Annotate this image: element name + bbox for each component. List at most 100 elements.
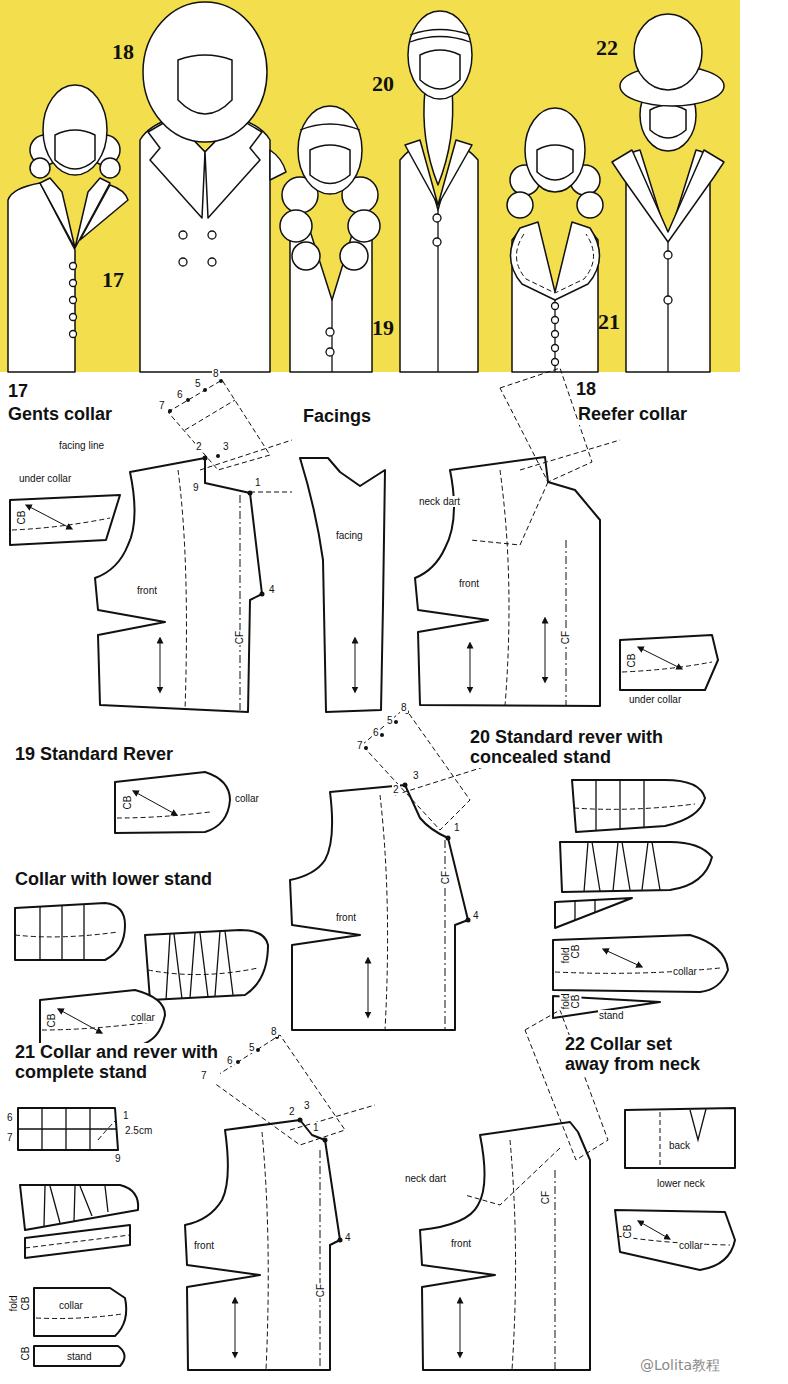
pattern-label: 4 [268, 584, 276, 595]
pattern-line [615, 1210, 735, 1270]
pattern-line [248, 491, 253, 496]
pattern-line [326, 348, 334, 356]
pattern-label: CB [46, 1013, 57, 1029]
pattern-label: 6 [6, 1112, 14, 1123]
pattern-line [420, 50, 460, 89]
pattern-line [553, 935, 728, 992]
section-heading: Facings [303, 407, 371, 427]
pattern-label: back [668, 1140, 691, 1151]
pattern-line [560, 842, 712, 892]
pattern-line [40, 904, 84, 960]
pattern-label: fold [560, 946, 571, 964]
pattern-line [690, 1109, 706, 1140]
pattern-line [555, 1170, 556, 1370]
section-heading: Reefer collar [578, 405, 687, 425]
pattern-label: under collar [18, 473, 72, 484]
pattern-line [338, 1238, 343, 1243]
pattern-line [143, 2, 267, 142]
pattern-line [575, 900, 595, 920]
pattern-label: 2 [288, 1106, 296, 1117]
pattern-line [420, 1122, 590, 1370]
pattern-line [70, 280, 77, 287]
section-heading: 21 Collar and rever with complete stand [15, 1043, 220, 1083]
pattern-label: 4 [472, 910, 480, 921]
pattern-line [34, 1288, 126, 1336]
pattern-line [380, 795, 388, 1030]
pattern-line [650, 105, 686, 138]
section-heading: 20 Standard rever with concealed stand [470, 728, 732, 768]
pattern-line [98, 1120, 116, 1140]
pattern-line [203, 456, 208, 461]
pattern-label: 2.5cm [124, 1125, 153, 1136]
pattern-label: 6 [372, 727, 380, 738]
pattern-line [410, 30, 470, 36]
pattern-label: 1 [122, 1110, 130, 1121]
pattern-line [433, 214, 441, 222]
pattern-line [70, 263, 77, 270]
pattern-line [210, 1035, 345, 1145]
pattern-line [15, 932, 118, 937]
pattern-line [178, 55, 232, 114]
pattern-line [516, 234, 593, 293]
pattern-line [292, 242, 320, 270]
pattern-label: 2 [195, 441, 203, 452]
pattern-line [470, 645, 471, 690]
pattern-line [552, 331, 559, 338]
pattern-label: 2 [392, 784, 400, 795]
pattern-label: front [450, 1238, 472, 1249]
gents-collar-pattern [10, 379, 385, 712]
pattern-label: 4 [344, 1232, 352, 1243]
pattern-line [572, 780, 705, 832]
pattern-label: 8 [270, 1026, 278, 1037]
pattern-label: front [193, 1240, 215, 1251]
pattern-line [70, 331, 77, 338]
pattern-line [70, 297, 77, 304]
pattern-line [470, 482, 548, 545]
pattern-label: CB [20, 1346, 31, 1362]
pattern-label: CF [440, 870, 451, 885]
pattern-line [15, 903, 125, 960]
pattern-line [364, 746, 368, 750]
pattern-line [75, 178, 110, 248]
pattern-label: CB [570, 944, 581, 960]
pattern-line [290, 785, 468, 1030]
lower-stand-collar-pattern [15, 903, 268, 1045]
pattern-line [168, 380, 270, 470]
pattern-label: 3 [412, 770, 420, 781]
pattern-line [140, 118, 270, 372]
pattern-line [179, 258, 187, 266]
pattern-line [577, 192, 603, 218]
pattern-line [625, 1108, 735, 1168]
pattern-label: 9 [114, 1153, 122, 1164]
pattern-line [166, 931, 233, 1000]
pattern-line [584, 842, 660, 892]
pattern-label: CB [626, 653, 637, 669]
pattern-line [0, 0, 740, 372]
pattern-line [117, 812, 210, 818]
pattern-line [55, 130, 95, 169]
pattern-label: front [335, 912, 357, 923]
pattern-line [525, 1010, 608, 1160]
pattern-label: 3 [222, 441, 230, 452]
pattern-label: CB [570, 994, 581, 1010]
pattern-line [145, 930, 268, 1000]
pattern-line [260, 592, 265, 597]
pattern-line [36, 1314, 122, 1319]
pattern-line [34, 1346, 125, 1366]
pattern-line [410, 37, 470, 43]
pattern-line [395, 765, 490, 795]
pattern-label: 7 [356, 740, 364, 751]
pattern-line [42, 1022, 152, 1030]
pattern-line [545, 620, 546, 680]
pattern-line [236, 1060, 240, 1064]
pattern-line [185, 1120, 340, 1370]
pattern-label: 5 [194, 378, 202, 389]
pattern-line [555, 898, 632, 928]
pattern-line [30, 158, 50, 178]
pattern-line [380, 733, 384, 737]
pattern-line [552, 359, 559, 366]
pattern-line [348, 210, 380, 242]
pattern-label: 6 [176, 389, 184, 400]
pattern-label: 8 [400, 702, 408, 713]
pattern-line [235, 1300, 236, 1355]
